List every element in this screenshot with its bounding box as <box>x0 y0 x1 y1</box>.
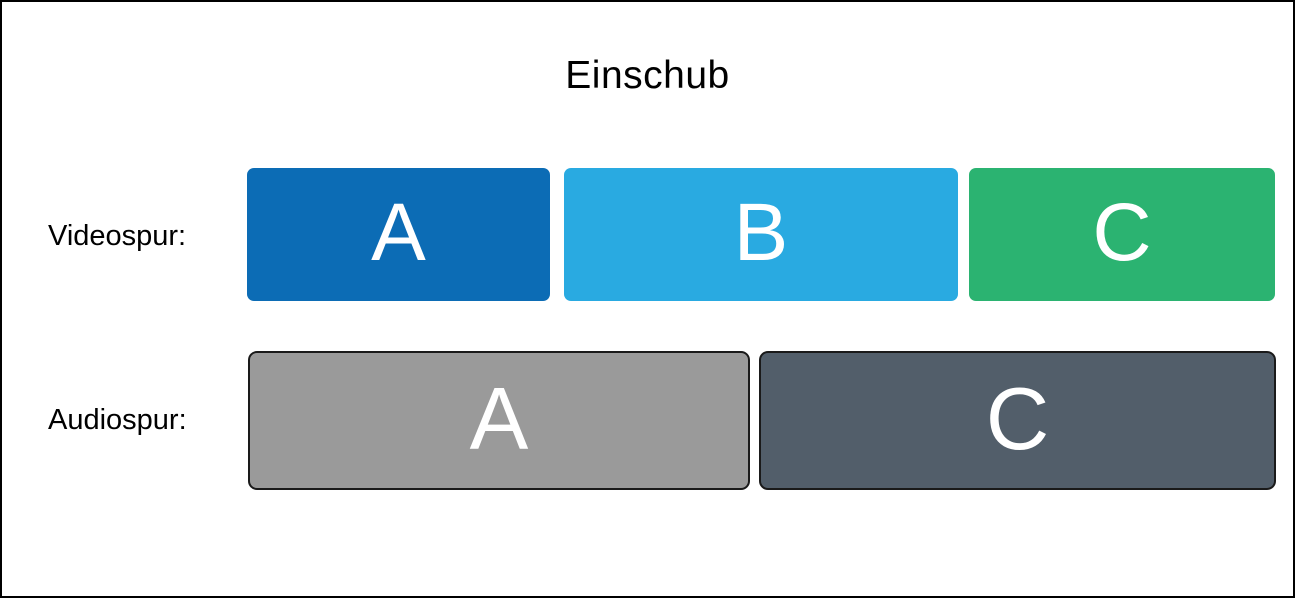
video-segment-b-label: B <box>733 186 789 278</box>
video-segment-c-label: C <box>1092 186 1152 278</box>
audio-segment-c-label: C <box>985 368 1050 468</box>
audio-track-label: Audiospur: <box>48 404 187 436</box>
audio-segment-c: C <box>759 351 1276 490</box>
video-segment-c: C <box>969 168 1275 301</box>
audio-segment-a: A <box>248 351 750 490</box>
video-track-label: Videospur: <box>48 220 187 252</box>
diagram-title: Einschub <box>565 54 730 97</box>
video-segment-b: B <box>564 168 958 301</box>
video-segment-a: A <box>247 168 550 301</box>
audio-segment-a-label: A <box>469 368 529 468</box>
video-segment-a-label: A <box>371 186 426 278</box>
